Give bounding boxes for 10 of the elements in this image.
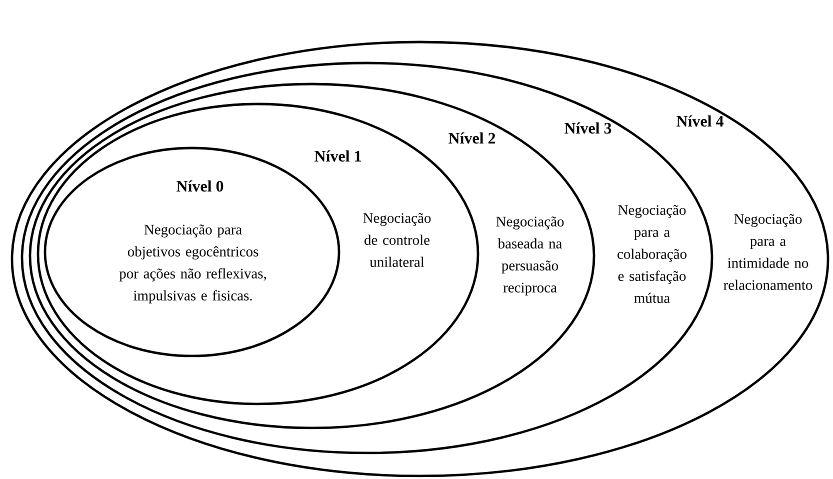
level-description: Negociação baseada na persuasão reciproca <box>496 216 564 296</box>
level-description: Negociação de controle unilateral <box>363 213 431 267</box>
level-heading: Nível 4 <box>676 115 724 127</box>
level-description: Negociação para a colaboração e satisfação mútua <box>618 205 686 303</box>
level-heading: Nível 3 <box>564 122 612 134</box>
level-heading: Nível 0 <box>176 180 224 192</box>
level-description: Negociação para a intimidade no relacionamento <box>724 214 812 290</box>
level-description: Negociação para objetivos egocêntricos por ações não reflexivas, impulsivas e fisicas. <box>119 224 266 304</box>
level-heading: Nível 2 <box>448 132 496 144</box>
level-heading: Nível 1 <box>314 150 361 162</box>
